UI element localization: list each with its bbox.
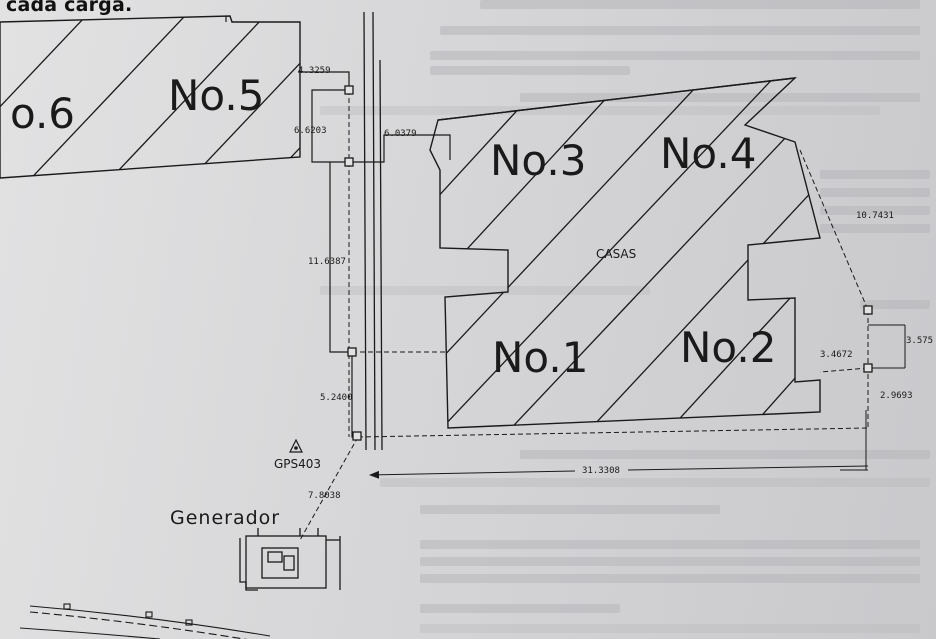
label-no4: No.4: [660, 129, 756, 178]
label-no3: No.3: [490, 136, 586, 185]
dim-2-9693: 2.9693: [880, 391, 913, 401]
dim-31-3308: 31.3308: [582, 466, 620, 476]
dim-3-575: 3.575: [906, 336, 933, 346]
label-no1: No.1: [492, 333, 588, 382]
dim-4-3259: 4.3259: [298, 66, 331, 76]
building-casas: [429, 77, 821, 429]
gps-label: GPS403: [274, 457, 321, 471]
building-no5-no6: [0, 15, 301, 179]
label-no6: o.6: [10, 89, 75, 138]
dim-10-7431: 10.7431: [856, 211, 894, 221]
dashed-connections: [299, 90, 869, 541]
roadway-curve: [19, 603, 271, 639]
dim-6-6203: 6.6203: [294, 126, 327, 136]
label-casas: CASAS: [596, 247, 636, 261]
dim-11-6387: 11.6387: [308, 257, 346, 267]
label-no2: No.2: [680, 323, 776, 372]
gps-point: [289, 438, 303, 453]
dim-5-2400: 5.2400: [320, 393, 353, 403]
dim-6-0379: 6.0379: [384, 129, 417, 139]
generator-label: Generador: [170, 507, 280, 529]
dim-7-8038: 7.8038: [308, 491, 341, 501]
label-no5: No.5: [168, 71, 264, 120]
dimension-lines: [369, 324, 906, 479]
caption-text: cada carga.: [6, 0, 133, 16]
road-lines: [363, 11, 383, 451]
generator-symbol: [239, 528, 341, 591]
dim-3-4672: 3.4672: [820, 350, 853, 360]
junction-boxes: [344, 85, 873, 441]
